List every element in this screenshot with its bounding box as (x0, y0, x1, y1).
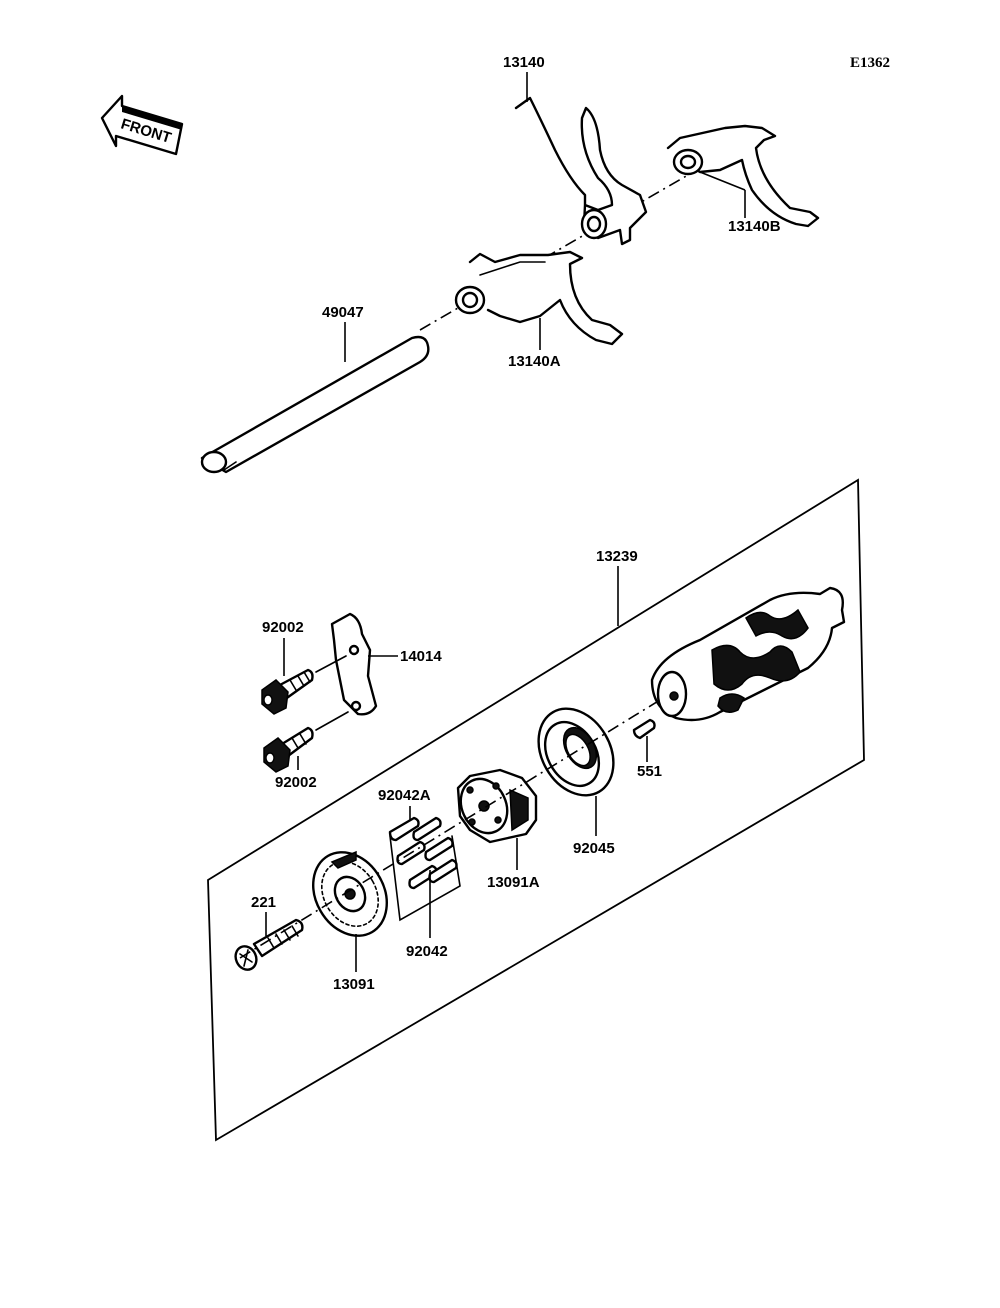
bolt-92002-bottom (263, 726, 314, 773)
pin-plate-13091a (456, 768, 538, 844)
stopper-plate-14014 (330, 612, 378, 716)
shift-drum-13239 (650, 586, 846, 722)
label-92002-top: 92002 (262, 619, 304, 636)
label-13091a: 13091A (487, 874, 540, 891)
assembly-frame (207, 478, 865, 1142)
shift-rod-49047 (200, 335, 430, 474)
label-92042: 92042 (406, 943, 448, 960)
front-arrow-icon: FRONT (100, 94, 184, 156)
label-92042a: 92042A (378, 787, 431, 804)
cam-disk-13091 (312, 850, 388, 937)
pins-92042 (388, 816, 461, 922)
screw-221 (234, 918, 304, 971)
label-551: 551 (637, 763, 662, 780)
label-13140: 13140 (503, 54, 545, 71)
label-49047: 49047 (322, 304, 364, 321)
label-14014: 14014 (400, 648, 442, 665)
pin-551 (632, 718, 656, 740)
label-13140a: 13140A (508, 353, 561, 370)
label-13239: 13239 (596, 548, 638, 565)
label-13091: 13091 (333, 976, 375, 993)
diagram-code: E1362 (850, 55, 890, 71)
label-92045: 92045 (573, 840, 615, 857)
shift-fork-13140a (454, 250, 624, 346)
shift-fork-13140 (514, 96, 648, 246)
shift-fork-13140b (666, 124, 820, 228)
bolt-92002-top (261, 668, 314, 715)
label-13140b: 13140B (728, 218, 781, 235)
label-92002-bottom: 92002 (275, 774, 317, 791)
label-221: 221 (251, 894, 276, 911)
